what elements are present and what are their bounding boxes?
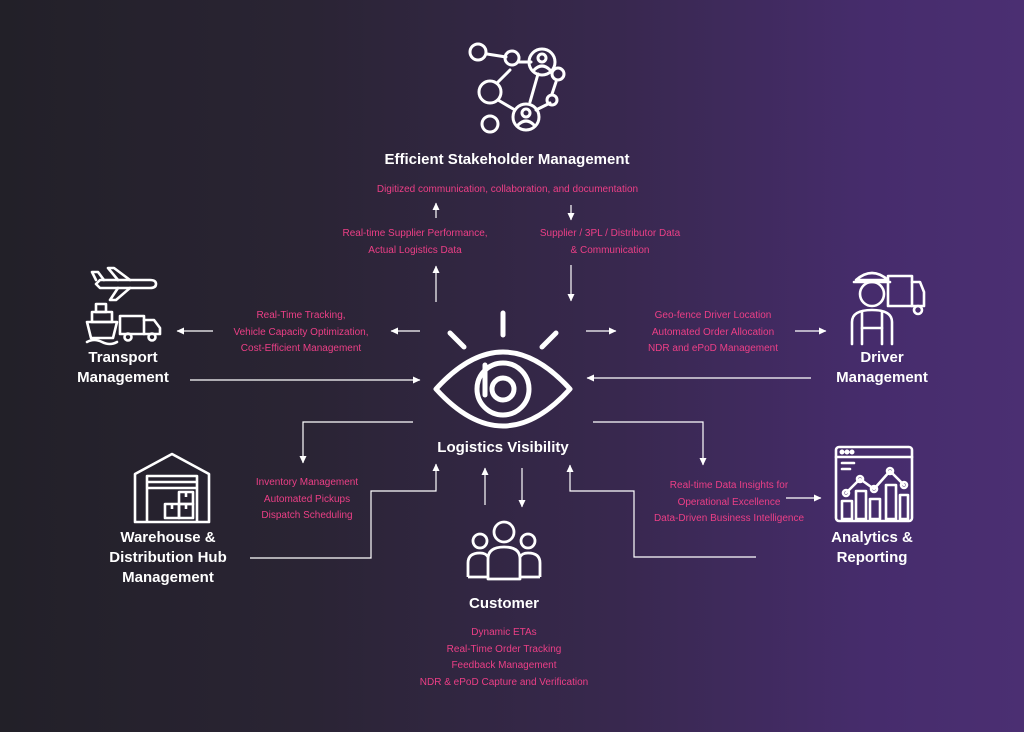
driver-note: Geo-fence Driver Location bbox=[654, 310, 772, 321]
arrow-analytics-to-center bbox=[566, 464, 756, 558]
warehouse-note: Dispatch Scheduling bbox=[261, 510, 353, 521]
customer-title: Customer bbox=[468, 595, 539, 612]
group-people-icon bbox=[466, 520, 542, 581]
warehouse-title-line: Management bbox=[122, 569, 214, 586]
transport-title-line: Management bbox=[77, 369, 169, 386]
warehouse-title-line: Distribution Hub bbox=[109, 549, 227, 566]
customer-note: Dynamic ETAs bbox=[471, 627, 537, 638]
driver-note: Automated Order Allocation bbox=[651, 326, 775, 338]
stakeholder-left-notes: Real-time Supplier Performance, Actual L… bbox=[325, 226, 505, 259]
driver-notes: Geo-fence Driver Location Automated Orde… bbox=[623, 308, 803, 358]
warehouse-note: Inventory Management bbox=[255, 477, 359, 488]
customer-note: Feedback Management bbox=[451, 660, 557, 671]
analytics-title: Analytics & Reporting bbox=[797, 528, 947, 568]
driver-note: NDR and ePoD Management bbox=[647, 343, 779, 354]
plane-ship-truck-icon bbox=[85, 266, 162, 346]
arrow-warehouse-to-center bbox=[250, 463, 440, 559]
analytics-note: Operational Excellence bbox=[677, 496, 781, 508]
customer-note: Real-Time Order Tracking bbox=[446, 643, 562, 655]
transport-title-line: Transport bbox=[88, 349, 158, 366]
transport-title: Transport Management bbox=[48, 348, 198, 388]
arrow-center-to-warehouse bbox=[299, 421, 413, 464]
stakeholder-top-note: Digitized communication, collaboration, … bbox=[376, 184, 639, 195]
arrow-center-to-analytics-notes bbox=[593, 421, 707, 466]
stakeholder-right-note: & Communication bbox=[570, 244, 650, 256]
stakeholder-left-note: Actual Logistics Data bbox=[368, 244, 462, 256]
warehouse-title: Warehouse & Distribution Hub Management bbox=[86, 528, 250, 588]
eye-icon bbox=[433, 310, 573, 429]
customer-notes: Dynamic ETAs Real-Time Order Tracking Fe… bbox=[384, 625, 624, 691]
analytics-note: Data-Driven Business Intelligence bbox=[653, 513, 805, 524]
analytics-title-line: Reporting bbox=[836, 549, 908, 566]
warehouse-title-line: Warehouse & bbox=[120, 529, 216, 546]
center-title: Logistics Visibility bbox=[437, 439, 569, 456]
warehouse-notes: Inventory Management Automated Pickups D… bbox=[222, 475, 392, 525]
transport-note: Cost-Efficient Management bbox=[240, 343, 362, 354]
transport-note: Real-Time Tracking, bbox=[256, 310, 346, 321]
stakeholder-right-note: Supplier / 3PL / Distributor Data bbox=[539, 228, 681, 239]
analytics-title-line: Analytics & bbox=[831, 529, 913, 546]
transport-note: Vehicle Capacity Optimization, bbox=[233, 326, 369, 338]
transport-notes: Real-Time Tracking, Vehicle Capacity Opt… bbox=[206, 308, 396, 358]
analytics-note: Real-time Data Insights for bbox=[669, 480, 789, 491]
driver-truck-icon bbox=[850, 271, 926, 346]
driver-title-line: Management bbox=[836, 369, 928, 386]
stakeholder-title: Efficient Stakeholder Management bbox=[384, 151, 630, 168]
network-people-icon bbox=[468, 42, 566, 134]
analytics-notes: Real-time Data Insights for Operational … bbox=[634, 478, 824, 528]
stakeholder-right-notes: Supplier / 3PL / Distributor Data & Comm… bbox=[520, 226, 700, 259]
customer-note: NDR & ePoD Capture and Verification bbox=[419, 676, 589, 688]
warehouse-note: Automated Pickups bbox=[263, 493, 351, 505]
stakeholder-left-note: Real-time Supplier Performance, bbox=[342, 228, 488, 239]
driver-title-line: Driver bbox=[860, 349, 904, 366]
warehouse-icon bbox=[133, 452, 211, 524]
driver-title: Driver Management bbox=[807, 348, 957, 388]
analytics-dashboard-icon bbox=[834, 445, 914, 523]
